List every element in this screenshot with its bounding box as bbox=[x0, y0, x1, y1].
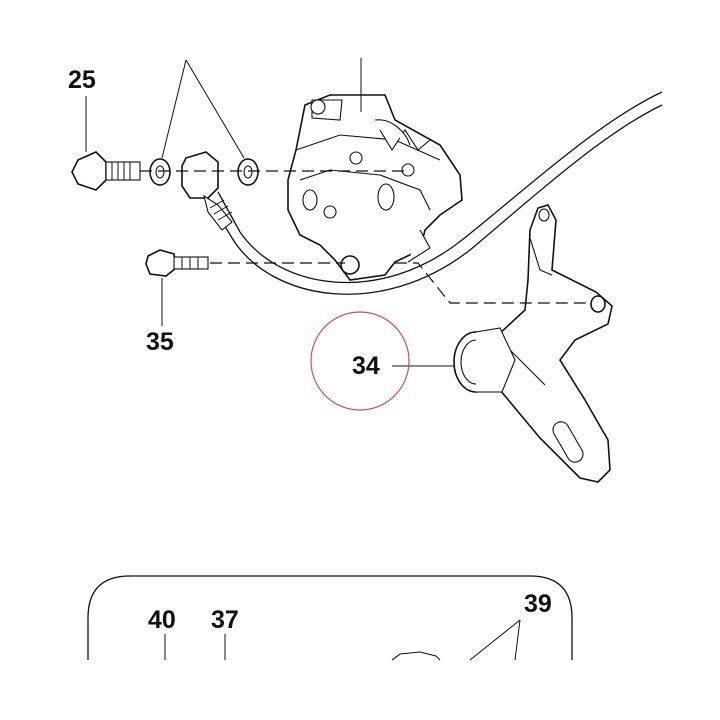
callout-34: 34 bbox=[352, 352, 380, 380]
highlight-circle bbox=[310, 311, 410, 411]
washer-left bbox=[149, 158, 171, 186]
bolt-25 bbox=[71, 151, 141, 191]
callout-37: 37 bbox=[211, 606, 239, 634]
bolt-35 bbox=[145, 249, 209, 277]
sleeve bbox=[453, 327, 516, 393]
callout-35: 35 bbox=[146, 328, 174, 356]
inset-panel bbox=[87, 575, 573, 661]
banjo-fitting bbox=[181, 151, 233, 231]
callout-39: 39 bbox=[524, 590, 552, 618]
callout-25: 25 bbox=[68, 66, 96, 94]
callout-40: 40 bbox=[148, 606, 176, 634]
bracket-34 bbox=[479, 204, 613, 483]
caliper-assembly bbox=[287, 94, 463, 281]
washer-right bbox=[237, 158, 259, 186]
